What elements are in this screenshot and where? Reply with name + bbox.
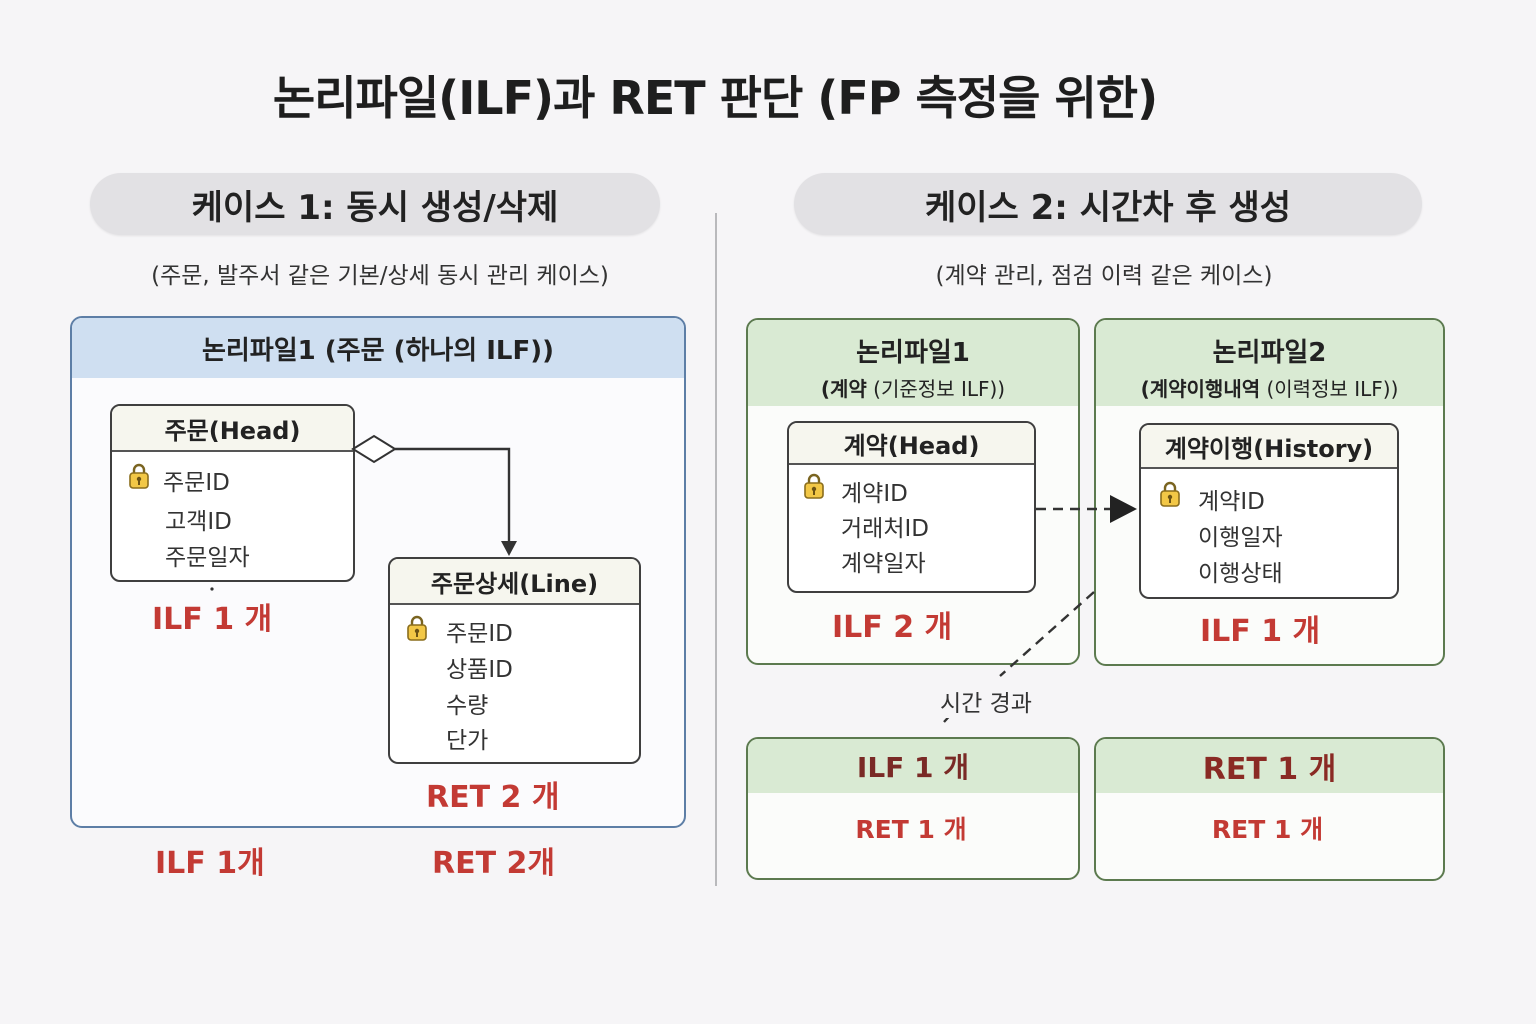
attr-contract-head-2: 계약일자	[841, 551, 926, 577]
attr-contract-history-1: 이행일자	[1198, 525, 1283, 551]
logical-file-contract-header: 논리파일1 (계약 (기준정보 ILF))	[748, 320, 1078, 406]
logical-file-order-title: 논리파일1 (주문 (하나의 ILF))	[72, 318, 684, 378]
result-box-2: RET 1 개	[1094, 737, 1445, 881]
case1-subtitle: (주문, 발주서 같은 기본/상세 동시 관리 케이스)	[151, 263, 609, 289]
entity-contract-history-title: 계약이행(History)	[1141, 425, 1397, 469]
attr-order-head-0: 주문ID	[163, 470, 230, 496]
case2-subtitle: (계약 관리, 점검 이력 같은 케이스)	[935, 263, 1273, 289]
result-box-1: ILF 1 개	[746, 737, 1080, 880]
attr-order-line-3: 단가	[446, 728, 489, 754]
logical-file-contract-sub: (기준정보 ILF))	[866, 377, 1006, 401]
entity-order-head: 주문(Head)	[110, 404, 355, 582]
entity-order-head-title: 주문(Head)	[112, 406, 353, 452]
logical-file-history-sub-bold: (계약이행내역	[1140, 377, 1261, 401]
result-box-2-head: RET 1 개	[1096, 739, 1443, 793]
key-icon	[407, 615, 427, 641]
entity-contract-history: 계약이행(History)	[1139, 423, 1399, 599]
attr-order-head-1: 고객ID	[165, 509, 232, 535]
case1-bottom-ret: RET 2개	[432, 846, 555, 881]
logical-file-contract-title: 논리파일1	[856, 338, 970, 368]
time-elapsed-label: 시간 경과	[938, 684, 1034, 718]
entity-order-line: 주문상세(Line)	[388, 557, 641, 764]
entity-contract-head-title: 계약(Head)	[789, 423, 1034, 465]
case1-pill: 케이스 1: 동시 생성/삭제	[90, 173, 660, 235]
attr-order-head-2: 주문일자	[165, 545, 250, 571]
key-icon	[1160, 481, 1180, 507]
attr-order-line-0: 주문ID	[446, 621, 513, 647]
attr-order-line-1: 상품ID	[446, 657, 513, 683]
label-contract-ilf: ILF 2 개	[832, 610, 953, 645]
key-icon	[129, 463, 149, 489]
case2-pill: 케이스 2: 시간차 후 생성	[794, 173, 1422, 235]
attr-contract-history-2: 이행상태	[1198, 561, 1283, 587]
result-box-1-body: RET 1 개	[855, 815, 967, 844]
attr-contract-head-0: 계약ID	[841, 481, 908, 507]
entity-contract-head: 계약(Head)	[787, 421, 1036, 593]
attr-contract-head-1: 거래처ID	[841, 516, 929, 542]
attr-order-line-2: 수량	[446, 693, 489, 719]
result-box-1-head: ILF 1 개	[748, 739, 1078, 793]
entity-order-line-title: 주문상세(Line)	[390, 559, 639, 605]
logical-file-history-header: 논리파일2 (계약이행내역 (이력정보 ILF))	[1096, 320, 1443, 406]
logical-file-history-title: 논리파일2	[1212, 338, 1327, 368]
case-divider	[715, 213, 717, 886]
label-order-head-ilf: ILF 1 개	[152, 602, 273, 637]
page-title: 논리파일(ILF)과 RET 판단 (FP 측정을 위한)	[272, 71, 1158, 125]
case1-bottom-ilf: ILF 1개	[155, 846, 265, 881]
result-box-2-body: RET 1 개	[1211, 815, 1324, 844]
logical-file-contract-sub-bold: (계약	[820, 377, 867, 401]
label-history-ilf: ILF 1 개	[1200, 614, 1321, 649]
logical-file-history-sub: (이력정보 ILF))	[1260, 377, 1399, 401]
attr-contract-history-0: 계약ID	[1198, 489, 1265, 515]
key-icon	[804, 473, 824, 499]
label-order-line-ret: RET 2 개	[426, 780, 560, 815]
